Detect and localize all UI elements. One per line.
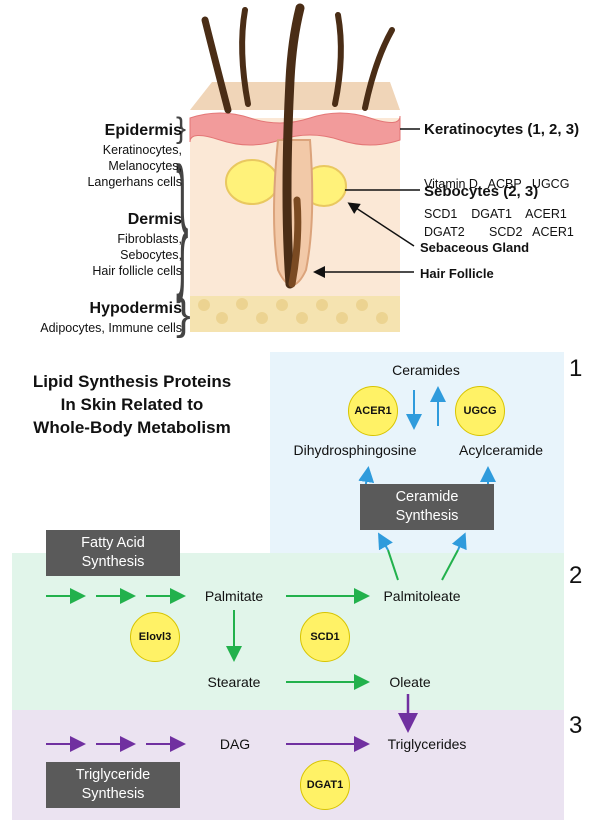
hypodermis-cells: Adipocytes, Immune cells	[40, 321, 182, 335]
hair-shaft-left	[201, 16, 232, 114]
node-palmitoleate: Palmitoleate	[383, 588, 461, 604]
epidermis-brace: }	[176, 112, 187, 145]
dermis-brace: }	[176, 136, 189, 304]
sebocytes-title: Sebocytes (2, 3)	[424, 183, 539, 200]
section-number-2: 2	[569, 562, 583, 589]
box-triglyceride-synthesis: Triglyceride Synthesis	[46, 762, 180, 808]
box-fatty-acid-synthesis: Fatty Acid Synthesis	[46, 530, 180, 576]
hair-shaft-right	[332, 12, 344, 107]
enzyme-acer1: ACER1	[348, 386, 398, 436]
pathway-arrows	[46, 386, 496, 752]
hypodermis-label: Hypodermis	[89, 300, 182, 317]
hair-follicle-label: Hair Follicle	[420, 266, 494, 281]
node-dag: DAG	[219, 736, 251, 752]
epidermis-label: Epidermis	[104, 122, 182, 139]
hypodermis-brace: }	[176, 290, 191, 339]
section-number-3: 3	[569, 712, 583, 739]
section-number-1: 1	[569, 355, 583, 382]
enzyme-elovl3: Elovl3	[130, 612, 180, 662]
enzyme-scd1: SCD1	[300, 612, 350, 662]
skin-illustration	[189, 3, 420, 332]
node-palmitate: Palmitate	[204, 588, 264, 604]
epidermis-layer	[189, 112, 401, 146]
enzyme-dgat1: DGAT1	[300, 760, 350, 810]
epidermis-cells: Keratinocytes, Melanocytes, Langerhans c…	[87, 143, 182, 189]
dermis-cells: Fibroblasts, Sebocytes, Hair follicle ce…	[92, 232, 182, 278]
node-triglycerides: Triglycerides	[387, 736, 467, 752]
pathway-title: Lipid Synthesis Proteins In Skin Related…	[32, 372, 232, 437]
sebaceous-gland-left	[225, 159, 279, 205]
hair-shaft-center	[282, 3, 305, 289]
enzyme-ugcg: UGCG	[455, 386, 505, 436]
node-stearate: Stearate	[207, 674, 261, 690]
box-ceramide-synthesis: Ceramide Synthesis	[360, 484, 494, 530]
sebaceous-gland-label: Sebaceous Gland	[420, 240, 530, 255]
node-dihydrosphingosine: Dihydrosphingosine	[293, 442, 417, 458]
dermis-label: Dermis	[127, 211, 182, 228]
node-ceramides: Ceramides	[392, 362, 460, 378]
keratinocytes-title: Keratinocytes (1, 2, 3)	[424, 121, 580, 138]
keratinocytes-proteins: Vitamin D ACBP UGCG DGAT2 SCD2 ACER1	[424, 177, 574, 239]
region-2-fatty-acid	[12, 553, 564, 710]
node-oleate: Oleate	[389, 674, 431, 690]
node-acylceramide: Acylceramide	[458, 442, 544, 458]
sebocytes-proteins: SCD1 DGAT1 ACER1	[424, 207, 567, 221]
hypodermis-fat-cells	[198, 298, 388, 324]
